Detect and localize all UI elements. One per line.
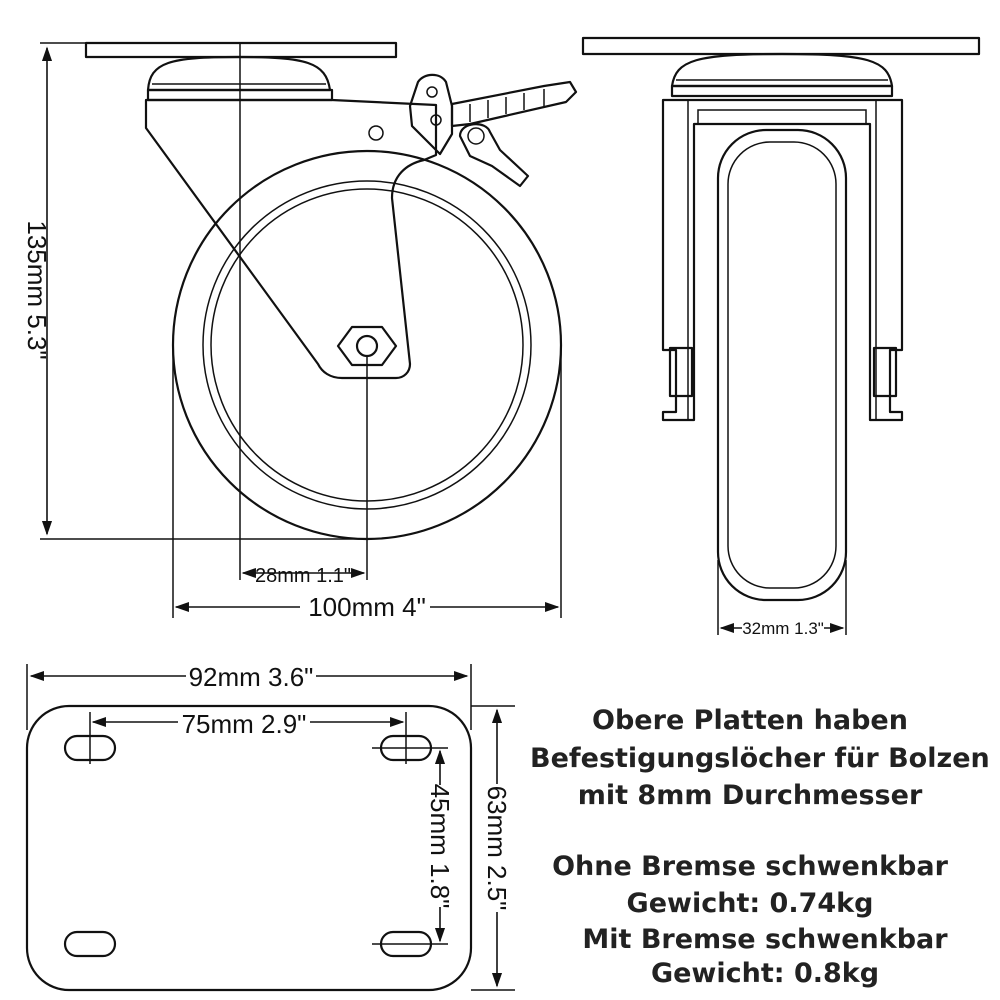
dim-wheel-width-label: 32mm 1.3": [742, 619, 824, 638]
info-plate-line1: Obere Platten haben: [592, 705, 908, 736]
front-top-plate: [581, 36, 981, 56]
side-axle-nut: [336, 325, 398, 367]
dim-height-label: 135mm 5.3": [22, 220, 52, 359]
plate-view: 92mm 3.6" 75mm 2.9" 45mm 1.8" 63mm 2.5": [25, 656, 515, 992]
info-variant2-name: Mit Bremse schwenkbar: [582, 924, 948, 955]
dim-plate-height-label: 63mm 2.5": [482, 786, 512, 911]
front-right-nut: [872, 346, 898, 398]
dim-hole-spacing-x-label: 75mm 2.9": [182, 709, 307, 739]
mounting-plate: [25, 704, 473, 992]
side-swivel-bearing: [146, 55, 332, 92]
front-left-nut: [668, 346, 694, 398]
side-brake-lever: [408, 73, 578, 188]
dim-plate-width-label: 92mm 3.6": [189, 662, 314, 692]
dim-hole-spacing-y-label: 45mm 1.8": [425, 784, 455, 909]
dim-wheel-diameter-label: 100mm 4": [308, 592, 426, 622]
info-variant1-weight: Gewicht: 0.74kg: [626, 888, 874, 919]
side-top-plate: [84, 41, 398, 59]
slot-bottom-left: [63, 930, 117, 958]
front-view: 32mm 1.3": [581, 36, 981, 638]
side-fork: [144, 98, 438, 380]
dim-offset-label: 28mm 1.1": [255, 565, 351, 587]
info-plate-line2: Befestigungslöcher für Bolzen: [530, 743, 990, 774]
info-plate-line3: mit 8mm Durchmesser: [577, 780, 923, 811]
info-variant2-weight: Gewicht: 0.8kg: [650, 958, 880, 989]
front-wheel: [716, 128, 848, 602]
front-swivel-bearing: [670, 52, 894, 88]
front-fork: [661, 98, 904, 422]
side-view: 135mm 5.3" 28mm 1.1" 100mm 4": [22, 41, 578, 622]
info-variant1-name: Ohne Bremse schwenkbar: [552, 851, 948, 882]
